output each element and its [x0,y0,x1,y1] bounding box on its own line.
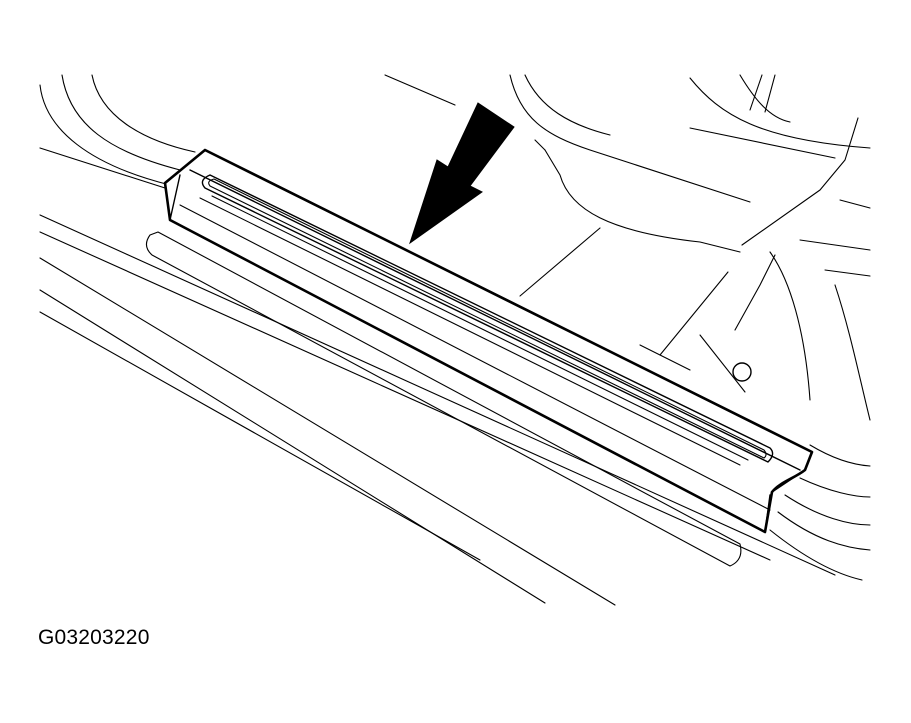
body-linework [39,74,871,606]
figure-code: G03203220 [38,626,150,649]
bolt-hole [732,362,752,382]
arrow-icon [409,102,515,245]
scuff-plate [163,148,814,534]
